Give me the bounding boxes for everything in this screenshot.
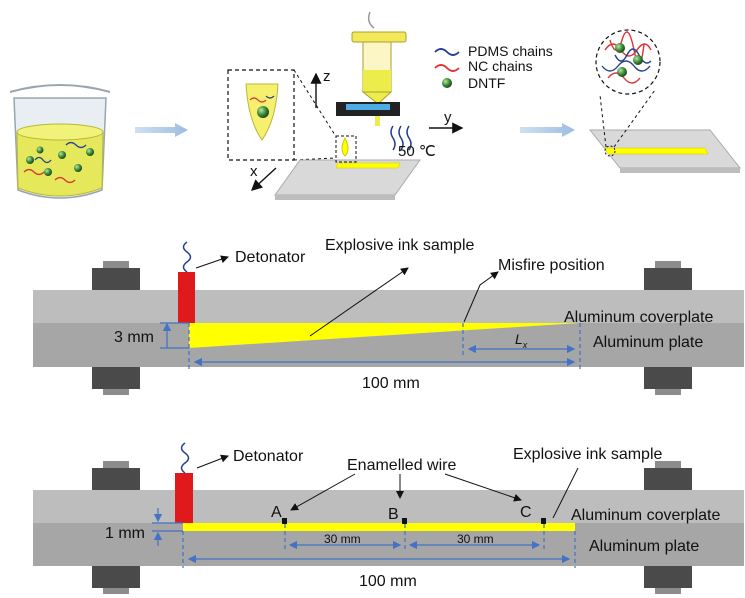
bottom-wire-label: Enamelled wire — [347, 457, 456, 474]
heat-wave-icon — [390, 125, 412, 151]
middle-lx-label: Lx — [515, 331, 528, 350]
middle-coverplate — [33, 290, 744, 323]
axis-y-label: y — [444, 109, 452, 126]
middle-thickness-label: 3 mm — [114, 329, 154, 346]
point-a-label: A — [271, 504, 282, 521]
legend-dntf-swatch — [442, 78, 452, 88]
bottom-detonator-wire — [180, 442, 190, 474]
middle-detonator-label: Detonator — [235, 249, 306, 266]
point-c-label: C — [520, 504, 532, 521]
legend-nc-swatch — [434, 64, 460, 72]
bottom-setup — [33, 442, 744, 594]
bottom-sample-label: Explosive ink sample — [513, 446, 663, 463]
middle-coverplate-label: Aluminum coverplate — [564, 309, 714, 326]
axis-arrows — [250, 72, 464, 191]
middle-setup — [33, 241, 744, 395]
bottom-detonator — [175, 473, 193, 523]
droplet-inset — [227, 69, 336, 161]
segment-2-label: 30 mm — [457, 532, 494, 546]
bottom-thickness-label: 1 mm — [105, 525, 145, 542]
printed-sample-illustration — [588, 29, 742, 173]
axis-x-label: x — [250, 163, 258, 180]
probe-b — [402, 518, 407, 524]
middle-detonator-wire — [182, 241, 192, 273]
bottom-length-label: 100 mm — [359, 573, 417, 590]
temperature-label: 50 ℃ — [398, 143, 436, 160]
legend-dntf-label: DNTF — [468, 75, 505, 91]
legend-pdms-label: PDMS chains — [468, 43, 553, 59]
bottom-coverplate-label: Aluminum coverplate — [571, 507, 721, 524]
middle-plate-label: Aluminum plate — [593, 334, 703, 351]
top-legend: PDMS chains NC chains DNTF — [434, 43, 553, 91]
segment-1-label: 30 mm — [324, 532, 361, 546]
bottom-detonator-label: Detonator — [233, 448, 304, 465]
probe-a — [282, 518, 287, 524]
probe-c — [541, 518, 546, 524]
clamp-right — [644, 261, 692, 395]
legend-nc-label: NC chains — [468, 58, 533, 74]
beaker-illustration — [9, 84, 111, 199]
bottom-clamp-left — [92, 461, 140, 594]
middle-detonator — [178, 272, 195, 323]
process-arrow-1 — [135, 123, 188, 137]
axis-z-label: z — [323, 68, 331, 85]
middle-sample-label: Explosive ink sample — [325, 237, 475, 254]
bottom-clamp-right — [644, 461, 692, 594]
process-arrow-2 — [520, 123, 575, 137]
clamp-left — [92, 261, 140, 395]
bottom-ink-strip — [183, 523, 575, 531]
middle-length-label: 100 mm — [362, 375, 420, 392]
middle-misfire-label: Misfire position — [498, 257, 605, 274]
legend-pdms-swatch — [434, 48, 460, 56]
bottom-coverplate — [33, 490, 744, 523]
printer-illustration — [274, 11, 421, 200]
middle-ink-wedge — [189, 323, 580, 348]
bottom-plate-label: Aluminum plate — [589, 538, 699, 555]
point-b-label: B — [388, 506, 399, 523]
